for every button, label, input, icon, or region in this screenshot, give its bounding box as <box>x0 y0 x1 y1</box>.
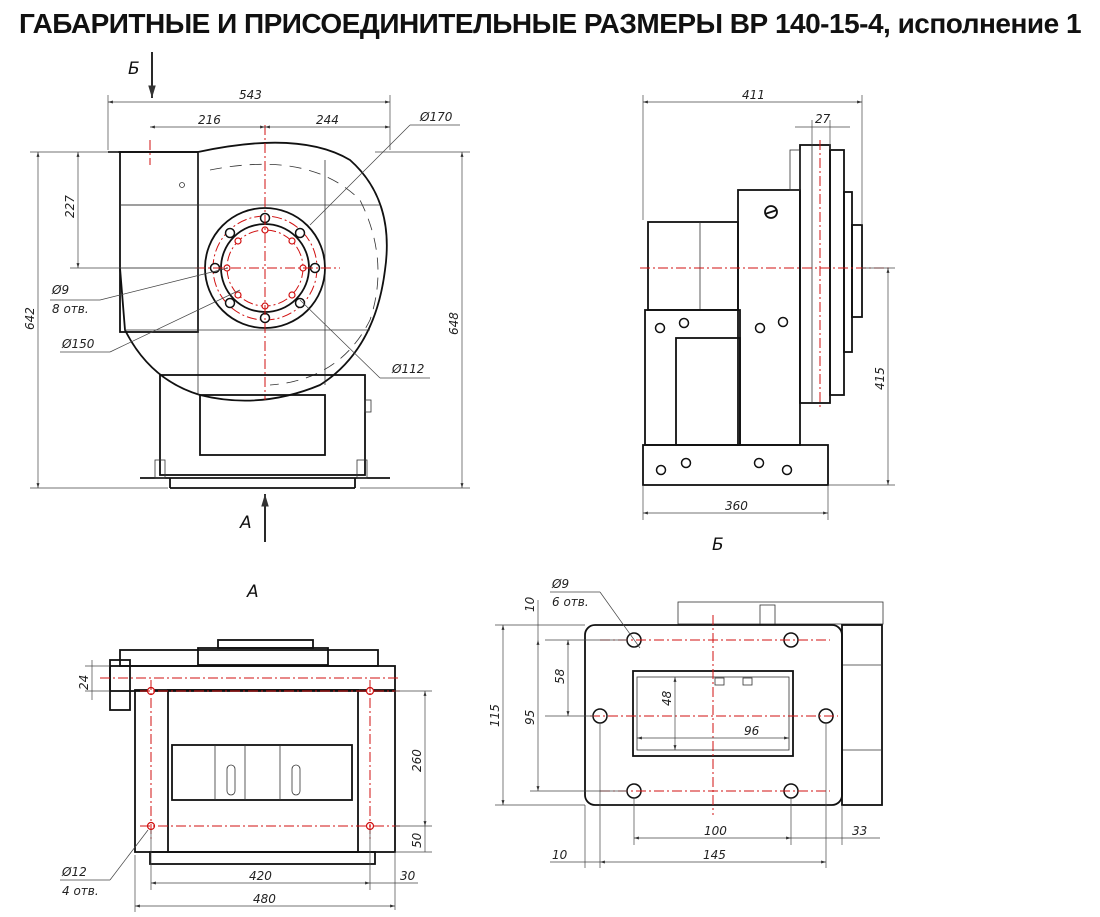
dim-543: 543 <box>239 88 262 102</box>
dim-360: 360 <box>725 499 748 513</box>
dim-d12: Ø12 <box>61 865 87 879</box>
side-motor <box>647 221 739 311</box>
front-stand <box>159 374 366 476</box>
outlet-dim-100: 100 <box>704 824 727 838</box>
dim-216: 216 <box>198 113 221 127</box>
dim-50: 50 <box>410 832 424 848</box>
dim-648: 648 <box>447 312 461 335</box>
dim-227: 227 <box>63 195 77 218</box>
dim-d170: Ø170 <box>419 110 453 124</box>
side-housing <box>737 189 801 446</box>
dim-24: 24 <box>77 675 91 690</box>
dim-642: 642 <box>23 307 37 330</box>
side-view-label: Б <box>712 535 724 555</box>
outlet-dim-96: 96 <box>744 724 760 738</box>
outlet-dim-115: 115 <box>488 704 502 727</box>
dim-411: 411 <box>742 88 765 102</box>
outlet-dim-10-top: 10 <box>523 596 537 612</box>
outlet-view: Ø9 6 отв. 10 58 95 115 48 96 100 33 <box>488 577 884 868</box>
view-a-letter: А <box>239 513 252 533</box>
dim-415: 415 <box>873 367 887 390</box>
dim-30: 30 <box>400 869 416 883</box>
dim-4-holes: 4 отв. <box>62 884 99 898</box>
front-view: Б А 543 216 244 227 642 648 Ø170 <box>23 52 470 542</box>
dim-420: 420 <box>249 869 272 883</box>
outlet-dim-58: 58 <box>553 668 567 684</box>
dim-480: 480 <box>253 892 276 906</box>
dim-d9: Ø9 <box>51 283 69 297</box>
bottom-frame <box>134 689 396 853</box>
side-view: 411 27 415 360 Б <box>640 88 895 555</box>
front-housing-left <box>119 151 199 333</box>
dim-d112: Ø112 <box>391 362 424 376</box>
outlet-dim-48: 48 <box>660 690 674 706</box>
dim-260: 260 <box>410 749 424 772</box>
dim-244: 244 <box>316 113 339 127</box>
page-title: ГАБАРИТНЫЕ И ПРИСОЕДИНИТЕЛЬНЫЕ РАЗМЕРЫ В… <box>18 8 1082 39</box>
front-volute <box>119 141 388 402</box>
bottom-view-label: А <box>246 582 259 602</box>
bottom-view: А 24 260 <box>60 582 432 912</box>
outlet-dim-145: 145 <box>703 848 726 862</box>
outlet-dim-95: 95 <box>523 710 537 725</box>
side-base <box>642 444 829 486</box>
dim-27: 27 <box>815 112 831 126</box>
outlet-dim-33: 33 <box>852 824 867 838</box>
view-b-letter: Б <box>128 59 140 79</box>
outlet-dim-10-bottom: 10 <box>552 848 568 862</box>
dim-8-holes: 8 отв. <box>52 302 89 316</box>
outlet-dim-6-holes: 6 отв. <box>552 595 589 609</box>
outlet-dim-d9: Ø9 <box>551 577 569 591</box>
dim-d150: Ø150 <box>61 337 95 351</box>
